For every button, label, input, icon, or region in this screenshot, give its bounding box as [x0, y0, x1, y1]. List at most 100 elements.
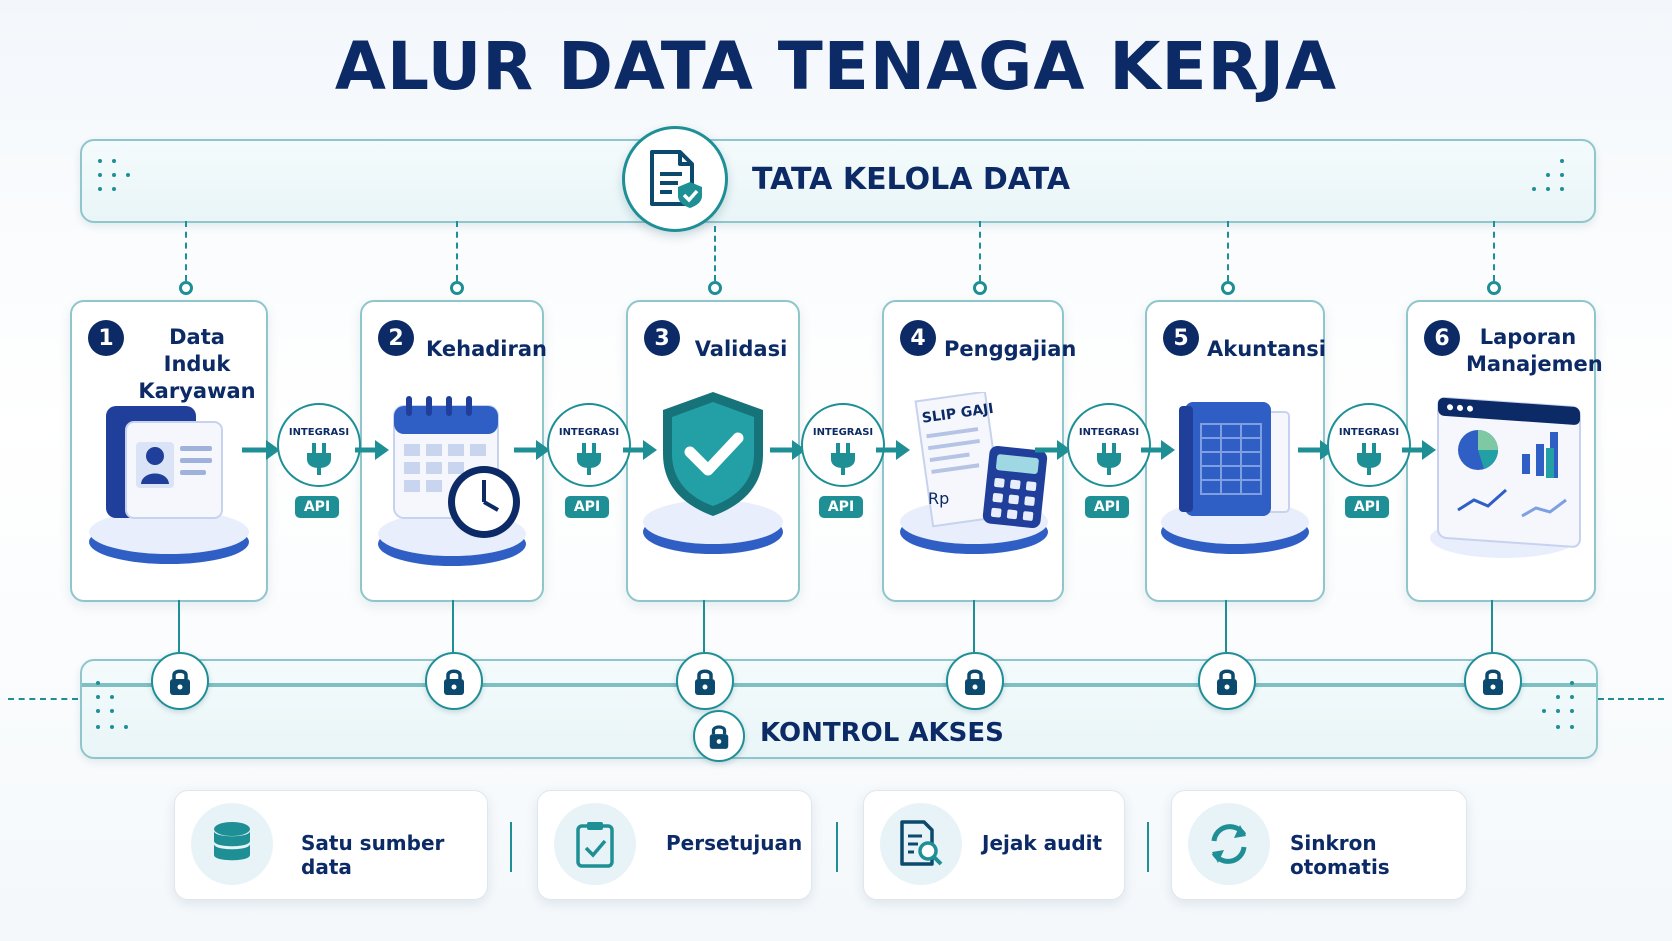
flow-arrow [770, 440, 806, 460]
connector-node [1221, 281, 1235, 295]
lock-icon [1198, 652, 1256, 710]
integration-node[interactable]: INTEGRASI [1327, 403, 1411, 487]
step-number: 3 [644, 320, 680, 356]
access-connector [703, 600, 705, 652]
api-badge: API [295, 496, 339, 518]
plug-icon [831, 443, 855, 475]
feature-label: Satu sumber data [301, 831, 445, 879]
payslip-calculator-icon: SLIP GAJI Rp [894, 390, 1052, 592]
feature-label: Jejak audit [982, 831, 1103, 855]
step-title: Penggajian [944, 337, 1077, 361]
lock-icon [151, 652, 209, 710]
governance-connector [714, 226, 716, 281]
access-connector [178, 600, 180, 652]
integration-label: INTEGRASI [812, 427, 874, 438]
flow-arrow [876, 440, 910, 460]
access-connector [1491, 600, 1493, 652]
access-connector [1225, 600, 1227, 652]
access-connector [973, 600, 975, 652]
integration-node[interactable]: INTEGRASI [801, 403, 885, 487]
step-number: 5 [1163, 320, 1199, 356]
document-search-icon [880, 803, 962, 885]
integration-node[interactable]: INTEGRASI [547, 403, 631, 487]
flow-arrow [1402, 440, 1436, 460]
ledger-book-icon [1157, 392, 1313, 592]
connector-node [450, 281, 464, 295]
feature-separator [836, 822, 838, 872]
step-number: 2 [378, 320, 414, 356]
flow-arrow [623, 440, 657, 460]
connector-node [179, 281, 193, 295]
governance-connector [1227, 221, 1229, 281]
page-title: ALUR DATA TENAGA KERJA [334, 28, 1338, 105]
lock-icon [946, 652, 1004, 710]
feature-label: Sinkron otomatis [1290, 831, 1390, 879]
step-title: Kehadiran [426, 337, 547, 361]
api-badge: API [565, 496, 609, 518]
outer-dashed-line [1598, 698, 1664, 700]
plug-icon [577, 443, 601, 475]
flow-arrow [1141, 440, 1175, 460]
access-label: KONTROL AKSES [760, 718, 1004, 748]
governance-connector [1493, 221, 1495, 281]
flow-arrow [514, 440, 550, 460]
plug-icon [307, 443, 331, 475]
clipboard-check-icon [554, 803, 636, 885]
access-lock-icon [693, 710, 745, 762]
integration-node[interactable]: INTEGRASI [1067, 403, 1151, 487]
step-number: 1 [88, 320, 124, 356]
step-card-4[interactable]: 4 Penggajian SLIP GAJI Rp [882, 300, 1077, 602]
flow-arrow [242, 440, 280, 460]
access-connector [452, 600, 454, 652]
integration-label: INTEGRASI [1338, 427, 1400, 438]
governance-connector [979, 221, 981, 281]
integration-node[interactable]: INTEGRASI [277, 403, 361, 487]
sync-icon [1188, 803, 1270, 885]
step-number: 4 [900, 320, 936, 356]
database-icon [191, 803, 273, 885]
lock-icon [425, 652, 483, 710]
flow-arrow [1035, 440, 1071, 460]
integration-label: INTEGRASI [1078, 427, 1140, 438]
step-card-2[interactable]: 2 Kehadiran [360, 300, 547, 602]
dashboard-report-icon [1418, 392, 1584, 592]
api-badge: API [819, 496, 863, 518]
step-card-5[interactable]: 5 Akuntansi [1145, 300, 1326, 602]
api-badge: API [1085, 496, 1129, 518]
currency-text: Rp [928, 489, 949, 508]
connector-node [1487, 281, 1501, 295]
governance-connector [456, 221, 458, 281]
feature-card-approval: Persetujuan [537, 790, 812, 900]
id-card-folder-icon [82, 392, 256, 592]
step-number: 6 [1424, 320, 1460, 356]
feature-card-single-source: Satu sumber data [174, 790, 488, 900]
shield-check-icon [638, 392, 788, 592]
feature-separator [1147, 822, 1149, 872]
lock-icon [1464, 652, 1522, 710]
connector-node [973, 281, 987, 295]
flow-arrow [355, 440, 389, 460]
connector-node [708, 281, 722, 295]
document-shield-icon [622, 126, 728, 232]
feature-card-sync: Sinkron otomatis [1171, 790, 1467, 900]
governance-connector [185, 221, 187, 281]
integration-label: INTEGRASI [558, 427, 620, 438]
feature-label: Persetujuan [666, 831, 803, 855]
access-control-band [80, 659, 1598, 759]
governance-band [80, 139, 1596, 223]
step-title: Akuntansi [1207, 337, 1326, 361]
api-badge: API [1345, 496, 1389, 518]
step-title: Validasi [694, 337, 788, 361]
outer-dashed-line [8, 698, 78, 700]
governance-label: TATA KELOLA DATA [752, 162, 1071, 197]
integration-label: INTEGRASI [288, 427, 350, 438]
calendar-clock-icon [372, 392, 532, 592]
lock-icon [676, 652, 734, 710]
plug-icon [1097, 443, 1121, 475]
plug-icon [1357, 443, 1381, 475]
feature-separator [510, 822, 512, 872]
